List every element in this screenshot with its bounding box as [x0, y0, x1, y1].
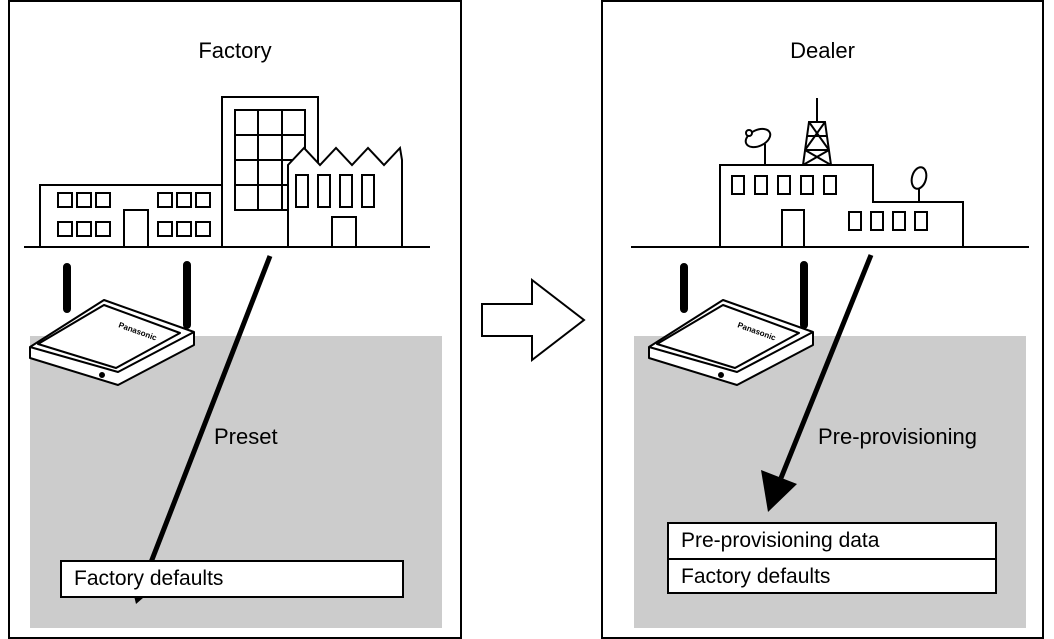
panel-title-dealer: Dealer — [790, 38, 855, 63]
box-row-factory-defaults: Factory defaults — [74, 567, 224, 590]
box-row-factory-defaults: Factory defaults — [669, 558, 995, 592]
factory-building-icon — [39, 96, 403, 248]
arrow-label-preset: Preset — [214, 424, 278, 449]
pre-provisioning-arrow — [761, 254, 874, 512]
factory-panel-frame — [8, 0, 462, 639]
panel-title-factory: Factory — [198, 38, 272, 63]
factory-panel: Panasonic Factory Preset Factory default… — [8, 0, 462, 639]
arrow-label-pre-provisioning: Pre-provisioning — [818, 424, 977, 449]
factory-data-box: Factory defaults — [60, 560, 404, 598]
dealer-panel-frame — [601, 0, 1044, 639]
dealer-building-icon — [719, 98, 964, 248]
dealer-data-box: Pre-provisioning data Factory defaults — [667, 522, 997, 594]
dealer-panel: Panasonic Dealer Pre-provisioning Pre-pr… — [601, 0, 1044, 639]
box-row-pre-provisioning-data: Pre-provisioning data — [681, 529, 880, 552]
base-station-icon: Panasonic — [648, 261, 814, 386]
factory-panel-art: Panasonic — [8, 0, 462, 639]
base-station-icon: Panasonic — [29, 261, 195, 386]
hollow-right-arrow-icon — [481, 278, 586, 362]
